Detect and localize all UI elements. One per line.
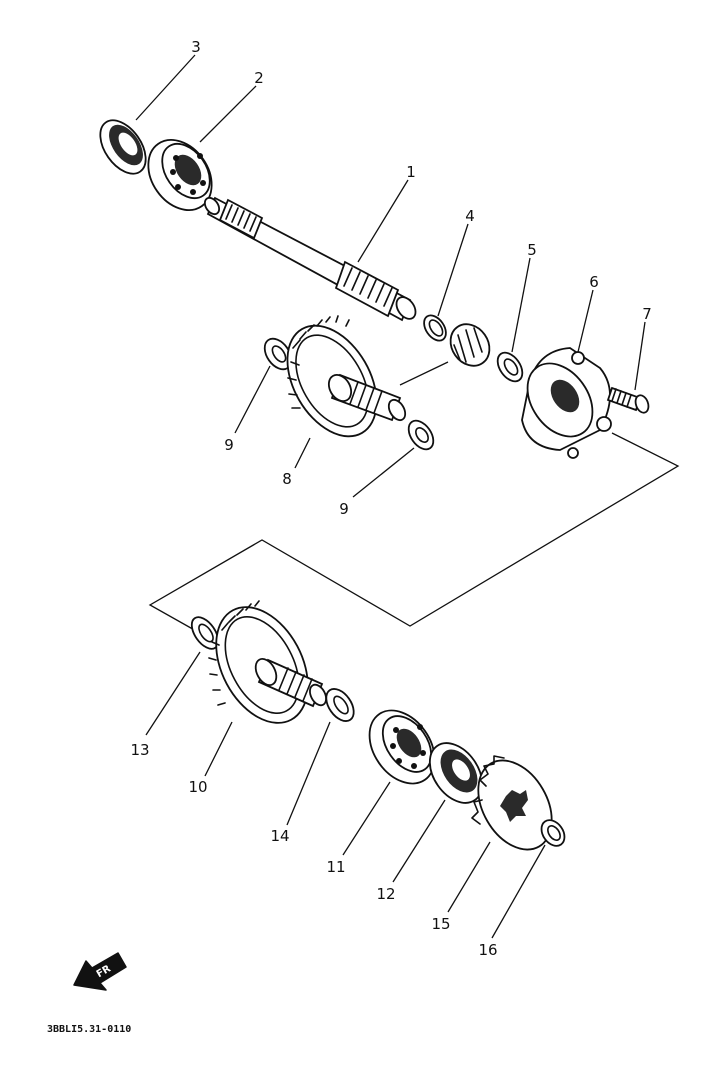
part-8-gear-assembly[interactable] — [269, 310, 408, 452]
callout-3: 3 — [191, 38, 201, 56]
part-5-washer[interactable] — [493, 348, 528, 386]
callout-10: 10 — [188, 778, 207, 796]
part-6-bearing-housing[interactable] — [514, 347, 612, 459]
callout-14: 14 — [270, 827, 289, 845]
callout-9-upper: 9 — [224, 436, 234, 454]
part-2-bearing[interactable] — [135, 128, 224, 222]
part-1-shaft[interactable] — [202, 195, 420, 322]
callout-2: 2 — [254, 69, 264, 87]
part-16-circlip[interactable] — [537, 816, 569, 850]
diagram-code: 3BBLI5.31-0110 — [47, 1024, 131, 1035]
part-7-bolt[interactable] — [606, 386, 651, 415]
part-12-oil-seal[interactable] — [419, 733, 493, 812]
front-direction-arrow-icon: FR — [73, 952, 127, 991]
part-13-washer[interactable] — [186, 613, 223, 654]
part-14-washer[interactable] — [321, 684, 360, 726]
assembly-reference-line — [148, 432, 680, 633]
callout-9-lower: 9 — [339, 500, 349, 518]
callout-12: 12 — [376, 885, 395, 903]
callout-11: 11 — [326, 858, 345, 876]
part-3-oil-seal[interactable] — [91, 112, 155, 182]
callout-5: 5 — [527, 241, 537, 259]
part-4-circlip[interactable] — [420, 311, 451, 344]
part-11-bearing[interactable] — [356, 698, 448, 796]
callout-8: 8 — [282, 470, 292, 488]
callout-4: 4 — [465, 207, 475, 225]
callout-13: 13 — [130, 741, 149, 759]
part-9-washer-upper[interactable] — [259, 334, 297, 374]
callout-numbers: 3 2 1 4 5 6 7 9 8 9 13 10 14 11 12 15 16 — [130, 38, 651, 959]
part-15-sprocket[interactable] — [463, 747, 566, 862]
part-9-washer-lower[interactable] — [404, 416, 439, 454]
needle-bearing[interactable] — [443, 317, 498, 374]
leader-lines — [135, 54, 646, 939]
callout-6: 6 — [589, 273, 599, 291]
part-10-gear-assembly[interactable] — [198, 591, 330, 738]
callout-7: 7 — [642, 305, 652, 323]
callout-16: 16 — [478, 941, 497, 959]
callout-1: 1 — [406, 163, 416, 181]
callout-15: 15 — [431, 915, 450, 933]
